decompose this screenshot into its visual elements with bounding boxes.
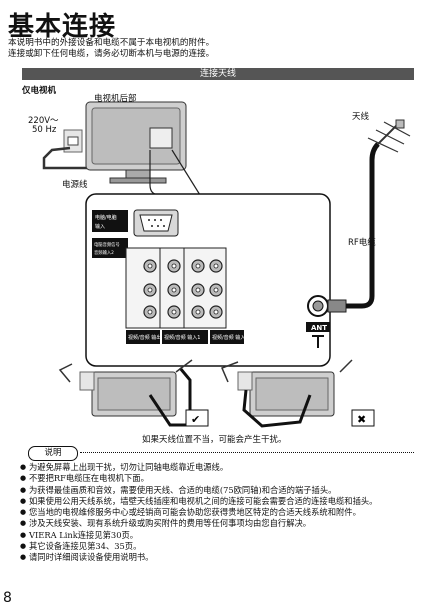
ant-tag: ANT xyxy=(311,324,327,332)
antenna-illustration xyxy=(367,119,411,153)
note-item: 涉及天线安装、现有系统升级或购买附件的费用等任何事项均由您自行解决。 xyxy=(20,518,412,530)
pc-in-block: 电脑/电脑 输入 电脑音频信号 音频输入2 xyxy=(92,209,179,258)
diagram-caption: 如果天线位置不当，可能会产生干扰。 xyxy=(142,435,287,445)
power-cord-label: 电源线 xyxy=(62,180,88,190)
section-title: 连接天线 xyxy=(199,69,236,79)
note-item: 您当地的电视维修服务中心或经销商可能会协助您获得贵地区特定的合适天线系统和附件。 xyxy=(20,507,412,519)
section-header-bar: 连接天线 xyxy=(22,68,414,80)
note-item: 为避免屏幕上出现干扰，切勿让同轴电缆靠近电源线。 xyxy=(20,462,412,474)
note-item: 如果使用公用天线系统，墙壁天线插座和电视机之间的连接可能会需要合适的连接电缆和插… xyxy=(20,496,412,508)
rf-cable-label: RF电缆 xyxy=(348,238,376,248)
intro-line-2: 连接或卸下任何电缆，请务必切断本机与电源的连接。 xyxy=(8,49,215,59)
check-mark: ✔ xyxy=(191,413,200,426)
cross-mark: ✖ xyxy=(357,413,366,426)
incorrect-example: ✖ xyxy=(221,359,375,428)
voltage-label: 220V～ xyxy=(28,116,59,126)
note-item: VIERA Link连接见第30页。 xyxy=(20,530,412,542)
connection-diagram: 电脑/电脑 输入 电脑音频信号 音频输入2 视频/音频 输出 视频/音频 输入1… xyxy=(42,101,411,428)
correct-example: ✔ xyxy=(58,359,209,427)
antenna-label: 天线 xyxy=(352,112,370,122)
tv-back-label: 电视机后部 xyxy=(94,94,137,104)
pc-in-text-1: 电脑/电脑 xyxy=(95,214,117,221)
rf-cable xyxy=(327,142,380,313)
note-item: 不要把RF电缆压在电视机下面。 xyxy=(20,473,412,485)
note-item: 请同时详细阅读设备使用说明书。 xyxy=(20,552,412,564)
note-item: 为获得最佳画质和音效，需要使用天线、合适的电缆(75欧同轴)和合适的端子插头。 xyxy=(20,485,412,497)
av-jack-grid: 视频/音频 输出 视频/音频 输入1 视频/音频 输入2 xyxy=(125,247,248,344)
tv-only-label: 仅电视机 xyxy=(22,86,57,96)
tab-label-in1: 视频/音频 输入1 xyxy=(164,334,200,341)
ant-terminal: ANT xyxy=(306,295,330,348)
intro-line-1: 本说明书中的外接设备和电缆不属于本电视机的附件。 xyxy=(8,38,215,48)
notes-list: 为避免屏幕上出现干扰，切勿让同轴电缆靠近电源线。 不要把RF电缆压在电视机下面。… xyxy=(20,462,412,564)
tab-label-out: 视频/音频 输出 xyxy=(128,334,161,341)
note-item: 其它设备连接见第34、35页。 xyxy=(20,541,412,553)
frequency-label: 50 Hz xyxy=(32,125,57,135)
note-divider xyxy=(80,452,414,454)
pc-note-text-1: 电脑音频信号 xyxy=(94,241,120,248)
page-number: 8 xyxy=(3,590,12,606)
wall-outlet xyxy=(63,129,83,153)
pc-note-text-2: 音频输入2 xyxy=(94,249,114,256)
tab-label-in2: 视频/音频 输入2 xyxy=(212,334,248,341)
tv-back-illustration xyxy=(85,101,187,184)
page-title: 基本连接 xyxy=(8,12,117,42)
note-label: 说明 xyxy=(28,446,78,461)
pc-in-text-2: 输入 xyxy=(95,223,105,230)
